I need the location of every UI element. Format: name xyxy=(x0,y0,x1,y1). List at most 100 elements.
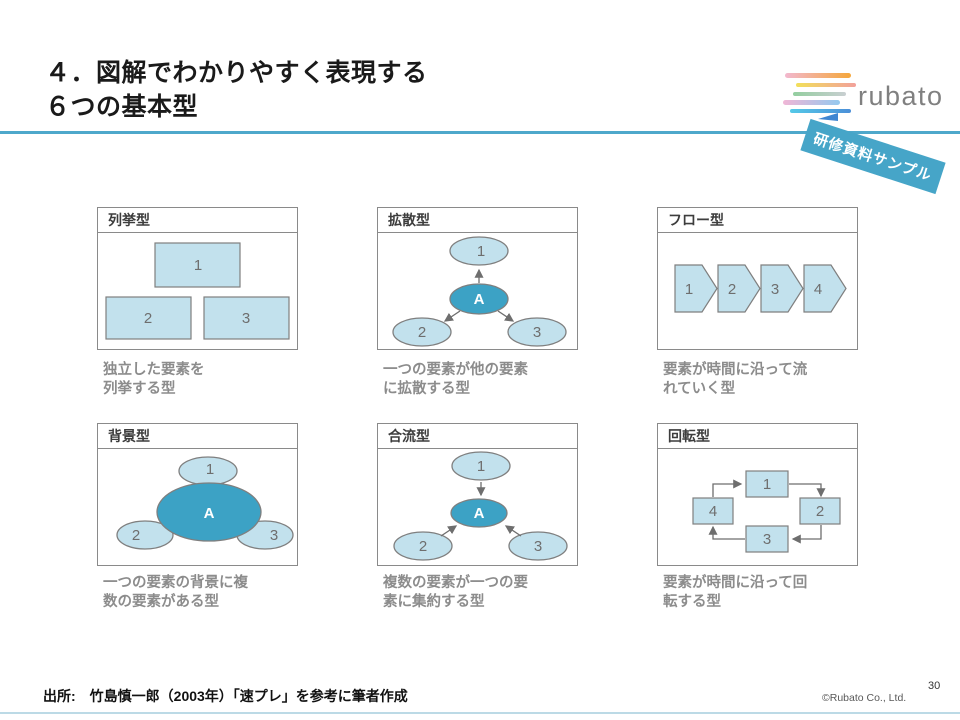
arrow-4-to-1 xyxy=(712,479,743,497)
box-1 xyxy=(745,470,789,498)
ellipse-3 xyxy=(508,531,568,561)
arrow-2-to-3 xyxy=(791,525,822,544)
caption-line: 転する型 xyxy=(663,594,721,610)
footer-divider-line xyxy=(0,712,960,714)
ellipse-label: A xyxy=(474,505,485,522)
panel-confluence: 合流型 1 A 2 3 複数の要素が一つの要 xyxy=(377,423,578,635)
caption-line: れていく型 xyxy=(663,381,736,397)
box-2 xyxy=(799,497,841,525)
caption-line: 数の要素がある型 xyxy=(103,594,219,610)
ellipse-3 xyxy=(507,317,567,347)
panel-title: 列挙型 xyxy=(98,208,297,233)
logo-stripe-icon xyxy=(793,91,846,96)
ellipse-label: 3 xyxy=(533,324,541,341)
logo-stripe-icon xyxy=(790,108,851,113)
ellipse-label: A xyxy=(474,291,485,308)
ellipse-label: A xyxy=(204,505,215,522)
ellipse-a xyxy=(449,283,509,315)
slide-title: ４．図解でわかりやすく表現する ６つの基本型 xyxy=(45,56,428,124)
panel-caption: 要素が時間に沿って回 転する型 xyxy=(663,574,807,612)
box-4 xyxy=(692,497,734,525)
chevron-2 xyxy=(717,264,761,313)
slide-title-line2: ６つの基本型 xyxy=(45,93,199,121)
ellipse-2 xyxy=(392,317,452,347)
caption-line: 要素が時間に沿って流 xyxy=(663,362,808,378)
chevron-label: 4 xyxy=(814,281,822,298)
ellipse-2 xyxy=(116,520,174,550)
rubato-logo: rubato xyxy=(780,70,955,125)
ellipse-a xyxy=(450,498,508,528)
box-label: 2 xyxy=(144,310,152,327)
caption-line: 一つの要素が他の要素 xyxy=(383,362,528,378)
caption-line: 複数の要素が一つの要 xyxy=(383,575,528,591)
chevron-label: 1 xyxy=(685,281,693,298)
caption-line: 要素が時間に沿って回 xyxy=(663,575,808,591)
panel-title: 合流型 xyxy=(378,424,577,449)
ellipse-2 xyxy=(393,531,453,561)
chevron-3 xyxy=(760,264,804,313)
confluence-diagram: 1 A 2 3 xyxy=(393,451,568,561)
box-label: 2 xyxy=(816,503,824,520)
page-number: 30 xyxy=(928,680,941,692)
ellipse-label: 2 xyxy=(132,527,140,544)
panel-caption: 一つの要素が他の要素 に拡散する型 xyxy=(383,361,528,399)
chevron-1 xyxy=(674,264,718,313)
chevron-label: 2 xyxy=(728,281,736,298)
arrow-down-left xyxy=(443,310,461,322)
box-1 xyxy=(154,242,241,288)
title-divider-line xyxy=(0,131,960,134)
box-label: 3 xyxy=(763,531,771,548)
panel-diffusion: 拡散型 1 A 2 3 一つの要素が他の要素 xyxy=(377,207,578,419)
source-note: 出所: 竹島慎一郎（2003年）「速プレ」を参考に筆者作成 xyxy=(43,688,408,704)
panel-title: 拡散型 xyxy=(378,208,577,233)
caption-line: 素に集約する型 xyxy=(383,594,485,610)
caption-line: 一つの要素の背景に複 xyxy=(103,575,248,591)
panel-flow: フロー型 1 2 3 4 要素が時間に沿って流 れていく型 xyxy=(657,207,858,419)
panel-rotation: 回転型 1 2 3 4 要 xyxy=(657,423,858,635)
arrow-3-to-4 xyxy=(708,525,745,540)
arrow-down-right xyxy=(497,310,515,322)
logo-stripe-icon xyxy=(783,100,840,105)
ellipse-label: 1 xyxy=(477,243,485,260)
logo-wordmark: rubato xyxy=(858,81,944,111)
arrow-up-right xyxy=(440,525,458,537)
panel-frame: 拡散型 1 A 2 3 xyxy=(377,207,578,350)
panel-frame: 背景型 1 2 3 A xyxy=(97,423,298,566)
arrow-1-to-2 xyxy=(789,483,826,498)
ellipse-label: 2 xyxy=(418,324,426,341)
logo-stripe-icon xyxy=(796,82,856,87)
enumeration-diagram: 1 2 3 xyxy=(105,242,290,340)
ellipse-label: 3 xyxy=(534,538,542,555)
panel-caption: 独立した要素を 列挙する型 xyxy=(103,361,205,399)
panel-title: 回転型 xyxy=(658,424,857,449)
box-label: 1 xyxy=(763,476,771,493)
ellipse-label: 1 xyxy=(477,458,485,475)
ellipse-label: 1 xyxy=(206,461,214,478)
panel-caption: 一つの要素の背景に複 数の要素がある型 xyxy=(103,574,248,612)
panel-frame: 回転型 1 2 3 4 xyxy=(657,423,858,566)
panel-frame: 列挙型 1 2 3 xyxy=(97,207,298,350)
box-3 xyxy=(745,525,789,553)
logo-stripe-icon xyxy=(785,73,851,78)
arrow-up-left xyxy=(504,525,522,537)
ellipse-label: 3 xyxy=(270,527,278,544)
background-diagram: 1 2 3 A xyxy=(116,456,294,550)
box-2 xyxy=(105,296,192,340)
chevron-label: 3 xyxy=(771,281,779,298)
slide-title-line1: ４．図解でわかりやすく表現する xyxy=(45,59,428,87)
caption-line: 列挙する型 xyxy=(103,381,176,397)
panel-title: フロー型 xyxy=(658,208,857,233)
caption-line: 独立した要素を xyxy=(103,362,205,378)
panel-frame: フロー型 1 2 3 4 xyxy=(657,207,858,350)
panel-enumeration: 列挙型 1 2 3 独立した要素を 列挙する型 xyxy=(97,207,298,419)
panel-caption: 複数の要素が一つの要 素に集約する型 xyxy=(383,574,528,612)
logo-triangle-icon xyxy=(818,113,838,121)
ellipse-label: 2 xyxy=(419,538,427,555)
panel-title: 背景型 xyxy=(98,424,297,449)
box-label: 4 xyxy=(709,503,717,520)
chevron-4 xyxy=(803,264,847,313)
box-label: 1 xyxy=(194,257,202,274)
caption-line: に拡散する型 xyxy=(383,381,470,397)
ellipse-a xyxy=(156,482,262,542)
